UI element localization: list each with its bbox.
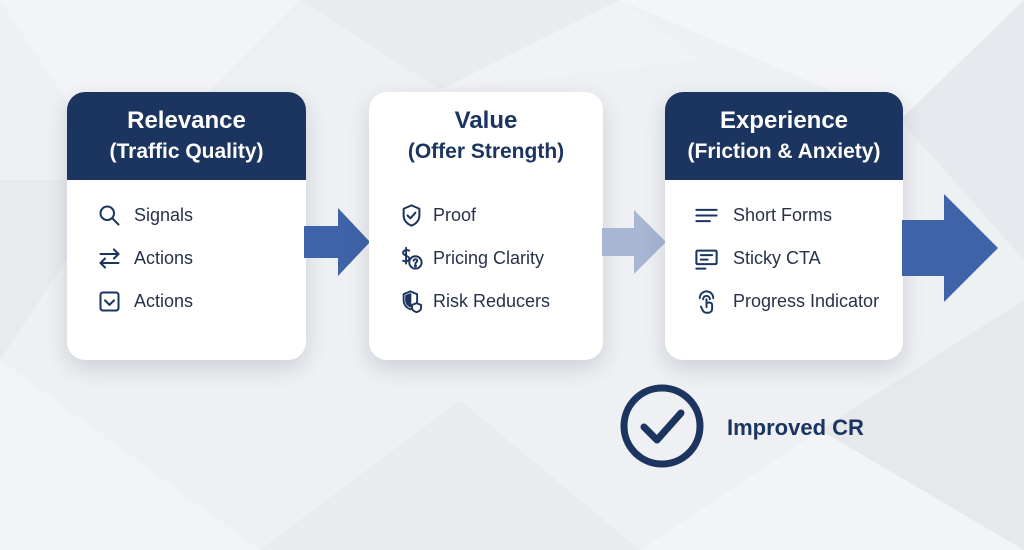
check-circle-icon bbox=[620, 384, 704, 468]
list-item: Sticky CTA bbox=[665, 237, 903, 280]
item-label: Actions bbox=[134, 248, 194, 268]
stage-item-list: Signals Actions Actions bbox=[67, 180, 306, 323]
item-label: Pricing Clarity bbox=[433, 248, 545, 268]
list-item: Signals bbox=[67, 194, 306, 237]
lines-icon bbox=[693, 202, 720, 229]
item-label: Proof bbox=[433, 205, 477, 225]
stage-card-experience: Experience (Friction & Anxiety) Short Fo… bbox=[665, 92, 903, 360]
list-item: Progress Indicator bbox=[665, 280, 903, 323]
stage-subtitle: (Traffic Quality) bbox=[109, 140, 264, 163]
list-item: Short Forms bbox=[665, 194, 903, 237]
stage-title: Experience bbox=[719, 107, 849, 134]
stage-card-value: Value (Offer Strength) Proof bbox=[369, 92, 603, 360]
result-label: Improved CR bbox=[727, 415, 864, 440]
flow-arrow bbox=[902, 194, 998, 302]
item-label: Progress Indicator bbox=[733, 291, 880, 311]
stage-header: Relevance (Traffic Quality) bbox=[67, 92, 306, 180]
stage-subtitle: (Friction & Anxiety) bbox=[687, 140, 881, 163]
stage-item-list: Proof Pricing Clarity bbox=[369, 180, 603, 323]
list-item: Proof bbox=[369, 194, 603, 237]
stage-subtitle: (Offer Strength) bbox=[407, 140, 565, 163]
stage-header: Experience (Friction & Anxiety) bbox=[665, 92, 903, 180]
cta-bar-icon bbox=[693, 245, 720, 272]
swap-arrows-icon bbox=[96, 245, 123, 272]
list-item: Risk Reducers bbox=[369, 280, 603, 323]
stage-title: Relevance bbox=[127, 107, 246, 134]
item-label: Short Forms bbox=[733, 205, 833, 225]
list-item: Actions bbox=[67, 280, 306, 323]
list-item: Actions bbox=[67, 237, 306, 280]
inbox-icon bbox=[96, 288, 123, 315]
stage-card-relevance: Relevance (Traffic Quality) Signals Acti… bbox=[67, 92, 306, 360]
dollar-question-icon bbox=[398, 245, 425, 272]
tap-hand-icon bbox=[693, 288, 720, 315]
flow-arrow bbox=[602, 210, 666, 274]
list-item: Pricing Clarity bbox=[369, 237, 603, 280]
flow-arrow bbox=[304, 208, 370, 276]
shield-badge-icon bbox=[398, 288, 425, 315]
item-label: Sticky CTA bbox=[733, 248, 821, 268]
item-label: Signals bbox=[134, 205, 194, 225]
item-label: Actions bbox=[134, 291, 194, 311]
stage-title: Value bbox=[454, 107, 518, 134]
item-label: Risk Reducers bbox=[433, 291, 551, 311]
shield-check-icon bbox=[398, 202, 425, 229]
search-icon bbox=[96, 202, 123, 229]
stage-item-list: Short Forms Sticky CTA Prog bbox=[665, 180, 903, 323]
stage-header: Value (Offer Strength) bbox=[369, 92, 603, 180]
